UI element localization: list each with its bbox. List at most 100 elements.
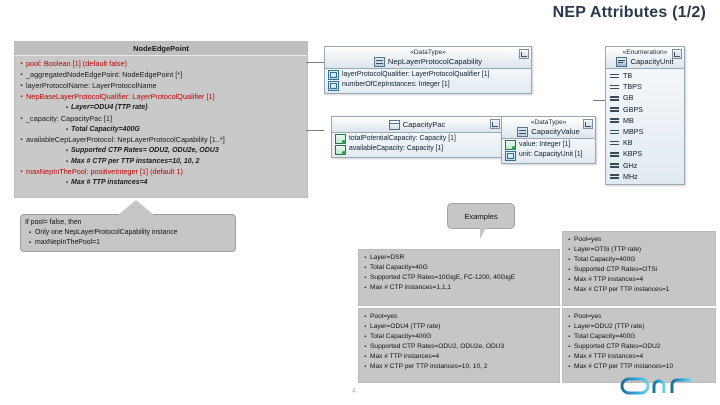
- example-line: ▪Max # TTP instances=4: [565, 275, 713, 285]
- bullet-icon: ▪: [568, 344, 571, 350]
- uml-member-label: totalPotentialCapacity: Capacity [1]: [349, 135, 456, 142]
- enumeration-literal-row: TBPS: [606, 81, 684, 92]
- class-attribute-example: ▪Max # CTP per TTP instances=10, 10, 2: [63, 157, 305, 168]
- example-line-label: Total Capacity=400G: [574, 256, 636, 263]
- literal-icon: [610, 105, 619, 113]
- stereotype-label: «Enumeration»: [622, 49, 668, 56]
- example-line-label: Total Capacity=400G: [574, 333, 636, 340]
- uml-member-row: availableCapacity: Capacity [1]: [332, 144, 502, 155]
- uml-member-label: unit: CapacityUnit [1]: [519, 151, 583, 159]
- example-line-label: Max # CTP per TTP instances=10: [574, 363, 674, 370]
- connector-line: [593, 100, 605, 101]
- class-attribute: ▪NepBaseLayerProtocolQualifier: LayerPro…: [17, 92, 305, 103]
- class-name-row: CapacityUnit: [606, 57, 684, 67]
- note-line-label: Only one NepLayerProtocolCapability inst…: [35, 229, 178, 236]
- uml-member-row: layerProtocolQualifier: LayerProtocolQua…: [325, 70, 531, 81]
- example-dsr-lines: ▪Layer=DSR▪Total Capacity=40G▪Supported …: [359, 250, 559, 295]
- bullet-icon: ▪: [364, 324, 367, 330]
- uml-header: «DataType» NepLayerProtocolCapability: [325, 47, 531, 69]
- uml-box-capacity-value: «DataType» CapacityValue value: Integer …: [501, 116, 596, 164]
- example-line-label: Pool=yes: [574, 236, 602, 243]
- enumeration-literal-label: KB: [623, 138, 633, 148]
- example-line: ▪Supported CTP Rates=ODU2: [565, 342, 713, 352]
- literal-icon: [610, 83, 619, 91]
- uml-member-row: numberOfCepInstances: Integer [1]: [325, 80, 531, 91]
- example-line: ▪Max # CTP per TTP instances=1: [565, 285, 713, 295]
- example-line: ▪Layer=ODU4 (TTP rate): [361, 322, 557, 332]
- example-otsi-lines: ▪Pool=yes▪Layer=OTSi (TTP rate)▪Total Ca…: [563, 232, 715, 297]
- enumeration-literal-label: GB: [623, 93, 634, 103]
- class-attribute-example-label: Layer=ODU4 (TTP rate): [71, 104, 148, 111]
- class-attribute-example: ▪Layer=ODU4 (TTP rate): [63, 103, 305, 114]
- example-line-label: Max # TTP instances=4: [574, 276, 644, 283]
- class-name-row: NepLayerProtocolCapability: [325, 57, 531, 67]
- expand-corner-icon[interactable]: [519, 49, 529, 59]
- bullet-icon: ▪: [364, 364, 367, 370]
- note-line-label: If pool= false, then: [25, 219, 82, 226]
- bullet-icon: ▪: [364, 285, 367, 291]
- class-attribute-example: ▪Max # TTP instances=4: [63, 178, 305, 189]
- expand-corner-icon[interactable]: [583, 119, 593, 129]
- uml-header: «DataType» CapacityValue: [502, 117, 595, 139]
- onf-logo: [620, 377, 691, 395]
- class-attribute: ▪availableCepLayerProtocol: NepLayerProt…: [17, 135, 305, 146]
- note-line: ▪Only one NepLayerProtocolCapability ins…: [25, 228, 231, 238]
- stereotype-label: «DataType»: [530, 119, 567, 126]
- literal-icon: [610, 128, 619, 136]
- datatype-icon: [517, 127, 529, 137]
- example-cell-dsr: ▪Layer=DSR▪Total Capacity=40G▪Supported …: [358, 249, 560, 306]
- uml-box-nep-layer-protocol-capability: «DataType» NepLayerProtocolCapability la…: [324, 46, 532, 94]
- enumeration-literal-row: KBPS: [606, 148, 684, 159]
- examples-bubble: Examples: [447, 203, 515, 229]
- class-name: CapacityUnit: [630, 57, 674, 66]
- class-attribute-example-label: Max # TTP instances=4: [71, 179, 148, 187]
- example-line-label: Max # CTP per TTP instances=1: [574, 286, 670, 293]
- class-name: NepLayerProtocolCapability: [387, 57, 483, 66]
- literal-icon: [610, 94, 619, 102]
- example-line: ▪Max # TTP instances=4: [361, 352, 557, 362]
- class-attribute-label: maxNepInThePool: positiveInteger [1] (de…: [26, 167, 183, 177]
- uml-member-row: totalPotentialCapacity: Capacity [1]: [332, 134, 502, 145]
- example-cell-odu4: ▪Pool=yes▪Layer=ODU4 (TTP rate)▪Total Ca…: [358, 308, 560, 383]
- example-cell-otsi: ▪Pool=yes▪Layer=OTSi (TTP rate)▪Total Ca…: [562, 231, 716, 306]
- example-line: ▪Supported CTP Rates=OTSi: [565, 265, 713, 275]
- enumeration-literal-label: TBPS: [623, 82, 642, 92]
- uml-member-row: value: Integer [1]: [502, 140, 595, 151]
- example-line-label: Layer=ODU4 (TTP rate): [370, 323, 441, 330]
- example-line: ▪Total Capacity=400G: [565, 332, 713, 342]
- enumeration-literal-row: MB: [606, 115, 684, 126]
- uml-box-capacity-pac: CapacityPac totalPotentialCapacity: Capa…: [331, 116, 503, 158]
- class-name-row: CapacityValue: [502, 127, 595, 137]
- uml-header: CapacityPac: [332, 117, 502, 133]
- expand-corner-icon[interactable]: [490, 119, 500, 129]
- bullet-icon: ▪: [20, 137, 23, 144]
- example-line: ▪Max # CTP per TTP instances=10: [565, 362, 713, 372]
- literal-icon: [610, 172, 619, 180]
- association-icon: [335, 134, 346, 145]
- example-line-label: Max # TTP instances=4: [574, 353, 644, 360]
- example-line: ▪Max # CTP instances=1,1,1: [361, 283, 557, 293]
- bullet-icon: ▪: [364, 265, 367, 271]
- expand-corner-icon[interactable]: [672, 49, 682, 59]
- enumeration-literal-label: TB: [623, 71, 633, 80]
- literal-icon: [610, 139, 619, 147]
- enumeration-literal-label: KBPS: [623, 149, 643, 159]
- node-edge-point-class-box: NodeEdgePoint ▪pool: Boolean [1] (defaul…: [14, 41, 308, 198]
- enumeration-literal-label: GBPS: [623, 104, 643, 114]
- literal-icon: [610, 116, 619, 124]
- note-line-label: maxNepInThePool=1: [35, 239, 100, 246]
- class-attribute-label: _capacity: CapacityPac [1]: [26, 113, 112, 123]
- uml-header: «Enumeration» CapacityUnit: [606, 47, 684, 69]
- enumeration-literal-row: MHz: [606, 171, 684, 182]
- class-attribute-label: availableCepLayerProtocol: NepLayerProto…: [26, 135, 225, 145]
- uml-member-label: numberOfCepInstances: Integer [1]: [342, 81, 450, 89]
- example-line-label: Layer=DSR: [370, 254, 405, 261]
- association-icon: [505, 140, 516, 151]
- example-line: ▪Max # TTP instances=4: [565, 352, 713, 362]
- note-callout-tail: [118, 200, 154, 215]
- class-attribute-label: layerProtocolName: LayerProtocolName: [26, 81, 157, 90]
- bullet-icon: ▪: [364, 344, 367, 350]
- uml-member-list: value: Integer [1]unit: CapacityUnit [1]: [502, 139, 595, 163]
- bullet-icon: ▪: [364, 354, 367, 360]
